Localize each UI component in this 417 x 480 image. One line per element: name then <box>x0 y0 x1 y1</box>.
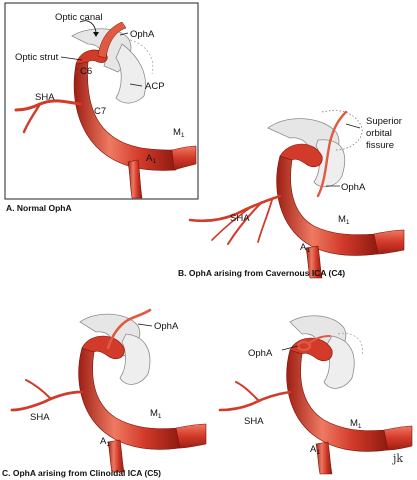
ophthalmic-artery-c1 <box>106 308 152 350</box>
label-c7: C7 <box>94 106 106 117</box>
label-a1-c2: A1 <box>310 444 320 456</box>
label-m1: M1 <box>173 127 185 139</box>
label-sha-c2: SHA <box>244 416 264 427</box>
caption-b: B. OphA arising from Cavernous ICA (C4) <box>178 268 345 278</box>
label-opha-c2: OphA <box>248 348 273 359</box>
label-c6: C6 <box>80 66 92 77</box>
caption-c: C. OphA arising from Clinoidal ICA (C5) <box>2 468 161 478</box>
a1-segment-b <box>305 245 323 279</box>
clinoid-c1 <box>119 333 151 385</box>
caption-a: A. Normal OphA <box>6 203 72 213</box>
label-m1-b: M1 <box>338 214 350 226</box>
ophthalmic-artery <box>97 21 127 59</box>
anterior-clinoid-process <box>115 43 146 104</box>
label-opha-b: OphA <box>341 182 366 193</box>
ica-siphon <box>73 61 177 171</box>
label-opha-c1: OphA <box>154 321 179 332</box>
panel-c2: OphA SHA M1 A1 <box>218 315 413 475</box>
panel-c1: OphA SHA M1 A1 <box>10 308 207 473</box>
label-m1-c1: M1 <box>150 408 162 420</box>
ophthalmic-artery-b <box>316 110 348 198</box>
label-sha-b: SHA <box>230 213 250 224</box>
label-sha: SHA <box>35 92 55 103</box>
label-optic-canal: Optic canal <box>55 12 103 23</box>
panel-a-frame <box>4 2 199 200</box>
label-fissure: fissure <box>366 140 394 151</box>
label-acp: ACP <box>145 81 165 92</box>
label-optic-strut: Optic strut <box>15 52 59 63</box>
label-a1: A1 <box>146 153 156 165</box>
label-opha: OphA <box>130 29 155 40</box>
m1-segment-b <box>373 229 405 255</box>
panel-a: Optic canal OphA Optic strut C6 ACP SHA … <box>4 2 199 200</box>
label-m1-c2: M1 <box>350 418 362 430</box>
optic-canal-leader <box>79 20 97 35</box>
sha-branch-b <box>188 194 282 223</box>
label-a1-b: A1 <box>300 242 310 254</box>
panel-b: Superior orbital fissure OphA SHA M1 A1 <box>188 110 405 279</box>
a1-segment <box>127 159 143 199</box>
superior-orbital-fissure <box>321 110 363 151</box>
label-orbital: orbital <box>366 128 392 139</box>
label-sha-c1: SHA <box>30 412 50 423</box>
m1-segment <box>171 145 197 171</box>
artist-signature: jk <box>391 452 403 465</box>
label-superior: Superior <box>366 116 402 127</box>
label-a1-c1: A1 <box>100 436 110 448</box>
